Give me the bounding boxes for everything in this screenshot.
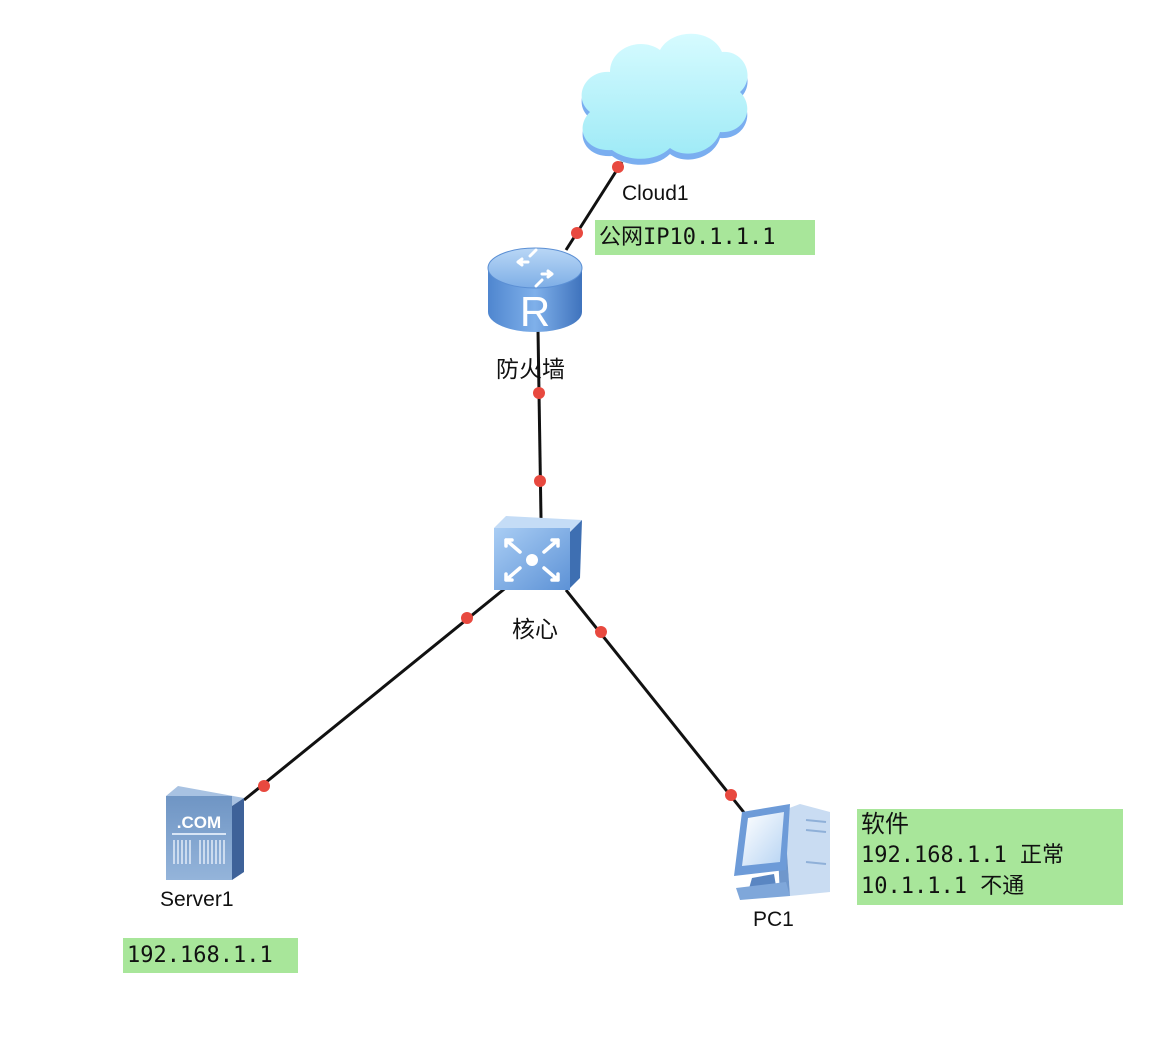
ports: [258, 161, 737, 801]
switch-icon[interactable]: [494, 516, 582, 590]
device-label-cloud1: Cloud1: [622, 182, 689, 205]
note-server-ip[interactable]: 192.168.1.1: [123, 938, 298, 973]
device-label-pc1: PC1: [753, 908, 794, 931]
port-dot[interactable]: [612, 161, 624, 173]
device-label-firewall: 防火墙: [496, 356, 565, 382]
port-dot[interactable]: [258, 780, 270, 792]
port-dot[interactable]: [461, 612, 473, 624]
svg-text:.COM: .COM: [177, 813, 221, 832]
note-pc-line1: 192.168.1.1 正常: [861, 843, 1064, 868]
note-pc-title: 软件: [861, 810, 909, 838]
note-pc-line2: 10.1.1.1 不通: [861, 874, 1025, 899]
device-label-core: 核心: [512, 616, 558, 642]
svg-text:R: R: [520, 288, 550, 335]
port-dot[interactable]: [725, 789, 737, 801]
device-label-server1: Server1: [160, 888, 234, 911]
server-icon[interactable]: .COM: [166, 786, 244, 880]
port-dot[interactable]: [571, 227, 583, 239]
note-pc-software[interactable]: 软件 192.168.1.1 正常 10.1.1.1 不通: [857, 809, 1123, 905]
port-dot[interactable]: [533, 387, 545, 399]
pc-icon[interactable]: [734, 804, 830, 900]
port-dot[interactable]: [534, 475, 546, 487]
cloud-icon[interactable]: [581, 33, 748, 165]
router-icon[interactable]: R: [487, 247, 583, 335]
note-public-ip[interactable]: 公网IP10.1.1.1: [595, 220, 815, 255]
link-core-pc[interactable]: [564, 589, 748, 816]
port-dot[interactable]: [595, 626, 607, 638]
